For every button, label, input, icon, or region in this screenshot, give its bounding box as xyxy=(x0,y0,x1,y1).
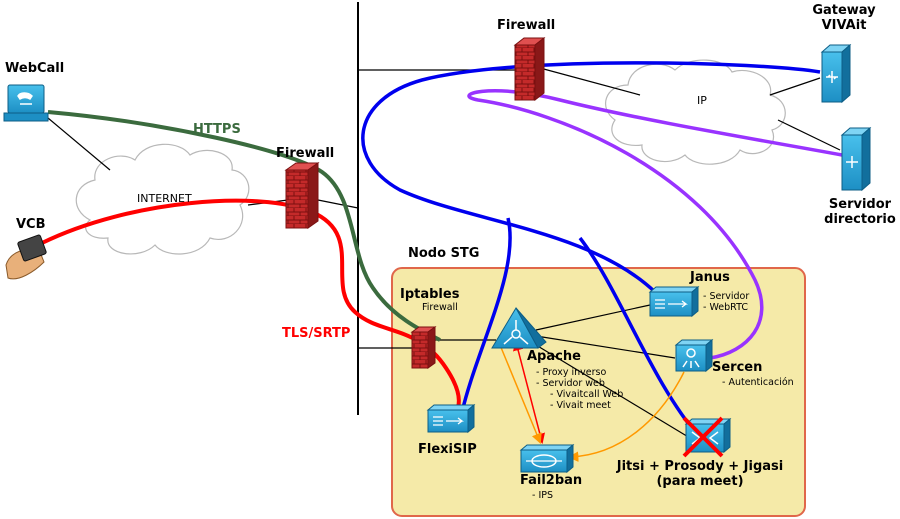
blue-path-flexisip xyxy=(460,217,512,413)
jitsi-disabled-cross-icon xyxy=(682,416,724,458)
apache-sub-label: - Proxy inverso - Servidor web - Vivaitc… xyxy=(536,367,624,411)
ip-label: IP xyxy=(697,94,707,107)
vcb-handheld-icon xyxy=(5,234,47,280)
ip-cloud xyxy=(605,59,786,165)
sercen-label: Sercen xyxy=(712,360,763,375)
iptables-sub-label: Firewall xyxy=(422,302,458,313)
firewall-top-label: Firewall xyxy=(497,18,556,33)
flexisip-device-icon xyxy=(426,403,476,434)
purple-path xyxy=(467,89,843,360)
blue-path-jitsi xyxy=(578,236,702,440)
https-label: HTTPS xyxy=(193,122,241,137)
iptables-label: Iptables xyxy=(400,287,460,302)
webcall-phone-icon xyxy=(3,84,49,122)
firewall-top-icon xyxy=(513,36,546,102)
iptables-firewall-icon xyxy=(410,326,437,369)
directorio-label: Servidor directorio xyxy=(824,197,896,227)
internet-label: INTERNET xyxy=(137,192,192,205)
flexisip-label: FlexiSIP xyxy=(418,442,477,457)
webcall-label: WebCall xyxy=(5,61,65,76)
sercen-fail2ban-orange xyxy=(567,371,685,462)
nodo-stg-label: Nodo STG xyxy=(408,246,480,261)
fail2ban-device-icon xyxy=(519,443,575,474)
internet-cloud xyxy=(75,143,250,255)
janus-label: Janus xyxy=(690,270,730,285)
sercen-auth-icon xyxy=(674,338,714,373)
apache-fail2ban-orange xyxy=(499,344,542,444)
jitsi-label: Jitsi + Prosody + Jigasi (para meet) xyxy=(616,459,784,489)
vcb-label: VCB xyxy=(16,217,46,232)
gateway-server-icon xyxy=(820,43,852,104)
apache-fail2ban-arrow xyxy=(513,339,545,445)
fail2ban-sub-label: - IPS xyxy=(532,490,554,501)
blue-path-gateway xyxy=(361,61,821,294)
https-path xyxy=(47,110,441,342)
apache-label: Apache xyxy=(527,349,581,364)
tls-path xyxy=(41,198,461,413)
gateway-label: Gateway VIVAit xyxy=(812,3,876,33)
firewall-left-label: Firewall xyxy=(276,146,335,161)
tls-srtp-label: TLS/SRTP xyxy=(282,326,351,341)
janus-sub-label: - Servidor - WebRTC xyxy=(703,291,750,313)
directorio-server-icon xyxy=(840,126,872,192)
ethernet-links xyxy=(47,67,841,439)
sercen-sub-label: - Autenticación xyxy=(722,377,794,388)
firewall-left-icon xyxy=(284,162,320,229)
janus-device-icon xyxy=(648,285,700,318)
apache-proxy-icon xyxy=(491,306,547,349)
fail2ban-label: Fail2ban xyxy=(520,473,583,488)
